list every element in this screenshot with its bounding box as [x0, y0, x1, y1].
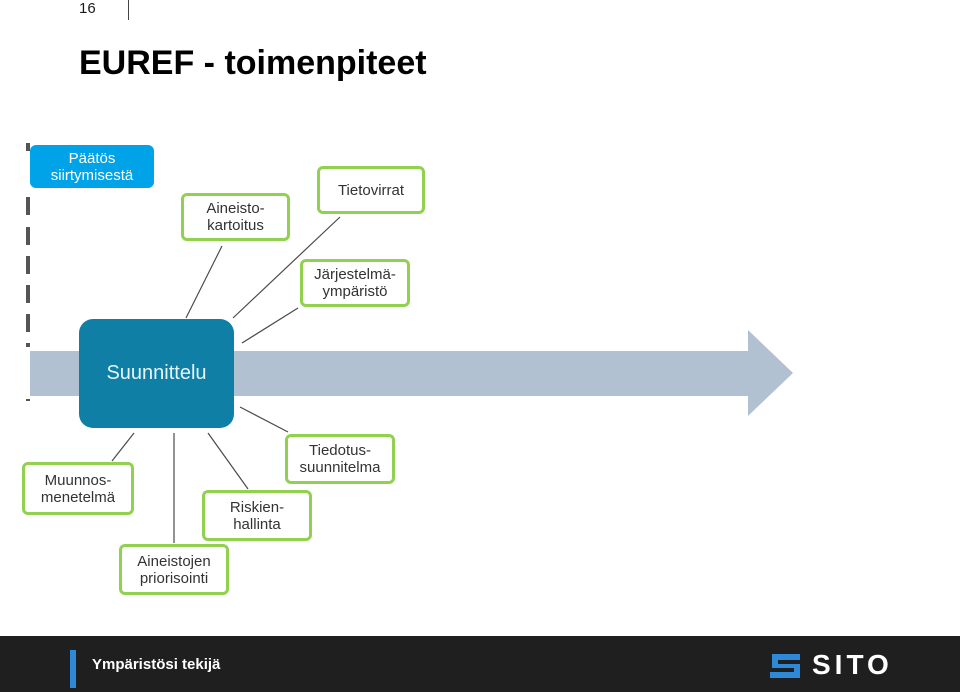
decision-box: Päätös siirtymisestä	[30, 145, 154, 188]
connector-tietovirrat	[232, 216, 341, 319]
timeline-dash	[26, 227, 30, 245]
node-tiedotussuunnitelma: Tiedotus- suunnitelma	[285, 434, 395, 484]
node-jarjestelmaymparisto: Järjestelmä- ympäristö	[300, 259, 410, 307]
timeline-dash	[26, 143, 30, 151]
footer-accent-stripe	[70, 650, 76, 688]
node-muunnosmenetelma: Muunnos- menetelmä	[22, 462, 134, 515]
node-aineistokartoitus: Aineisto- kartoitus	[181, 193, 290, 241]
center-suunnittelu: Suunnittelu	[79, 319, 234, 428]
connector-muunnosmenetelma	[111, 432, 135, 462]
timeline-dash	[26, 343, 30, 347]
connector-tiedotussuunnitelma	[239, 406, 289, 433]
timeline-dash	[26, 399, 30, 401]
timeline-dash	[26, 285, 30, 303]
sito-logo-icon	[770, 654, 800, 678]
timeline-dash	[26, 197, 30, 215]
page-title: EUREF - toimenpiteet	[79, 44, 427, 82]
page-number: 16	[79, 0, 96, 17]
timeline-dash	[26, 314, 30, 332]
node-aineistojen-priorisointi: Aineistojen priorisointi	[119, 544, 229, 595]
connector-riskienhallinta	[207, 432, 249, 490]
timeline-dash	[26, 256, 30, 274]
footer-tagline: Ympäristösi tekijä	[92, 656, 221, 673]
node-tietovirrat: Tietovirrat	[317, 166, 425, 214]
connector-aineistokartoitus	[185, 245, 223, 319]
connector-jarjestelmaymparisto	[241, 307, 299, 344]
sito-logo-text: SITO	[812, 649, 893, 680]
node-riskienhallinta: Riskien- hallinta	[202, 490, 312, 541]
page-number-divider	[128, 0, 129, 20]
